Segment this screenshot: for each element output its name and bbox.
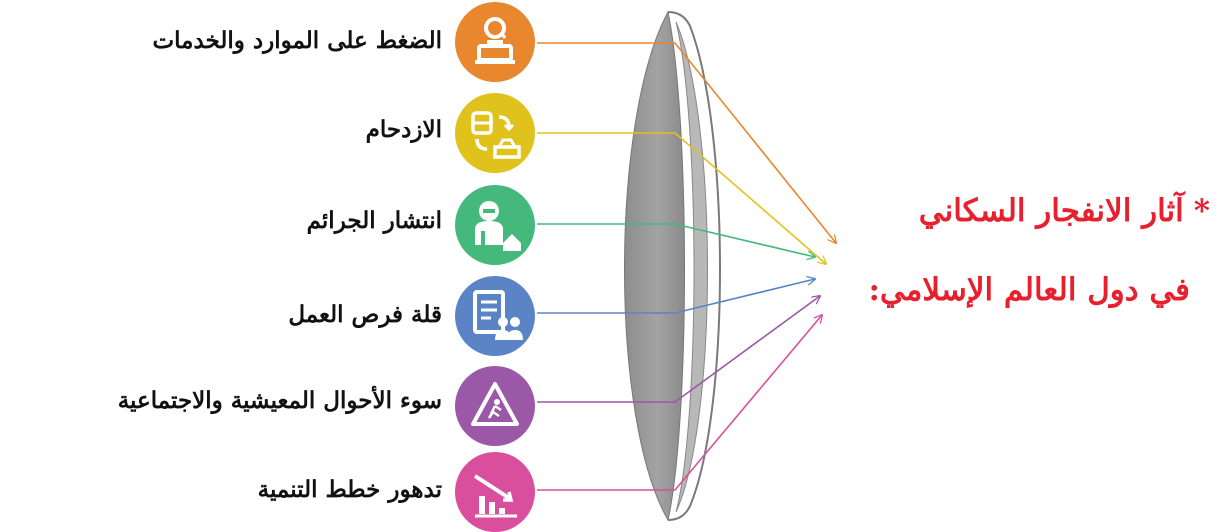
connector-line-2 xyxy=(537,132,826,264)
declining-chart-icon xyxy=(473,474,517,518)
connector-lines xyxy=(537,42,836,491)
thief-house-icon xyxy=(475,201,521,251)
item-label-4: قلة فرص العمل xyxy=(288,301,442,328)
item-label-2: الازدحام xyxy=(365,116,442,143)
bullet-star: * xyxy=(1193,193,1210,229)
icon-circle-5 xyxy=(455,366,535,446)
traffic-bus-car-icon xyxy=(471,111,521,159)
connector-line-1 xyxy=(537,42,836,243)
document-people-icon xyxy=(473,290,523,340)
connector-line-3 xyxy=(537,223,815,257)
title-line-1: *آثار الانفجار السكاني xyxy=(919,196,1210,227)
connector-line-5 xyxy=(537,296,820,403)
title-line-2: في دول العالم الإسلامي: xyxy=(868,272,1190,308)
icon-circle-6 xyxy=(455,452,535,532)
title-text-1: آثار الانفجار السكاني xyxy=(918,193,1184,229)
item-label-1: الضغط على الموارد والخدمات xyxy=(152,27,442,54)
icon-circle-3 xyxy=(455,185,535,265)
warning-sign-icon xyxy=(471,382,519,426)
lens xyxy=(624,10,721,522)
connector-line-4 xyxy=(537,279,815,314)
connector-line-6 xyxy=(537,315,822,491)
icon-circle-1 xyxy=(455,2,535,82)
icon-circle-2 xyxy=(455,93,535,173)
item-label-6: تدهور خطط التنمية xyxy=(257,476,442,503)
people-at-table-icon xyxy=(475,17,515,64)
item-label-5: سوء الأحوال المعيشية والاجتماعية xyxy=(117,387,442,414)
item-label-3: انتشار الجرائم xyxy=(306,207,442,234)
icon-circle-4 xyxy=(455,276,535,356)
